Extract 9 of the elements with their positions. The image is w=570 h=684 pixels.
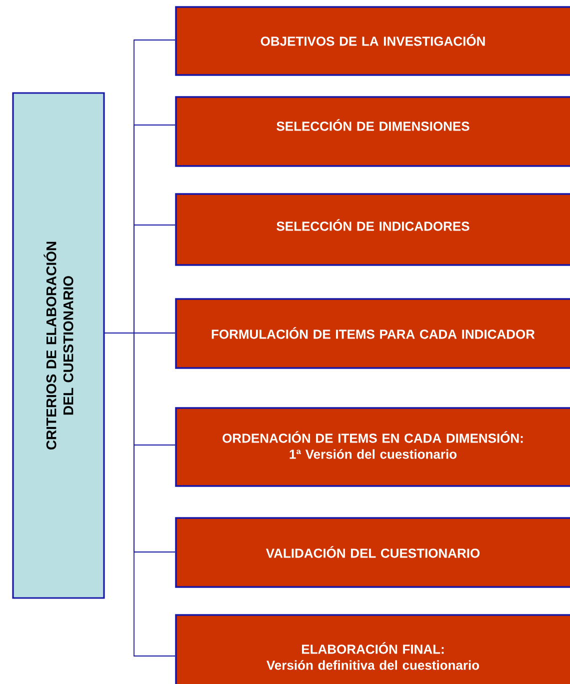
category-box: CRITERIOS DE ELABORACIÓN DEL CUESTIONARIO (12, 92, 105, 599)
step-box: ORDENACIÓN DE ITEMS EN CADA DIMENSIÓN: 1ª Versión del cuestionario (175, 407, 570, 487)
step-box: FORMULACIÓN DE ITEMS PARA CADA INDICADOR (175, 298, 570, 369)
step-box: SELECCIÓN DE INDICADORES (175, 193, 570, 266)
step-box: OBJETIVOS DE LA INVESTIGACIÓN (175, 6, 570, 76)
step-box: SELECCIÓN DE DIMENSIONES (175, 96, 570, 167)
step-box: VALIDACIÓN DEL CUESTIONARIO (175, 517, 570, 588)
step-box: ELABORACIÓN FINAL: Versión definitiva del cuestionario (175, 614, 570, 684)
connector-line (104, 332, 176, 656)
